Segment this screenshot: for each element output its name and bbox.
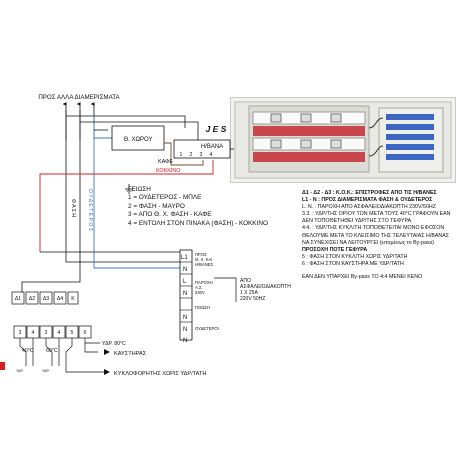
pump-wire bbox=[65, 366, 106, 373]
source-bracket bbox=[214, 277, 237, 302]
block-n5: N bbox=[183, 338, 187, 344]
block-n1: N bbox=[183, 267, 187, 273]
burner-wire bbox=[84, 343, 98, 353]
supply-2: Α.Σ. bbox=[195, 285, 203, 290]
switch-40 bbox=[19, 338, 27, 366]
neutral-label: Ο Υ Δ Ε Τ Ε Ρ Ο Σ bbox=[87, 189, 93, 231]
bypass-title: ΠΡΟΣΟΧΗ ΠΟΤΕ ΓΕΦΥΡΑ bbox=[302, 246, 368, 253]
to-valves-1: ΠΡΟΣ bbox=[195, 252, 207, 257]
ground-legend-item-1: 1 = ΟΥΔΕΤΕΡΟΣ - ΜΠΛΕ bbox=[128, 194, 202, 202]
block-n4: N bbox=[183, 327, 187, 333]
wire-to-contactor bbox=[21, 252, 81, 292]
sensor-wire bbox=[84, 338, 100, 344]
source-4: 220V 50HZ bbox=[240, 296, 265, 302]
supply-1: ΠΑΡΟΧΗ bbox=[195, 280, 213, 285]
contactor-k: K bbox=[71, 296, 75, 302]
contactor-d4: Δ4 bbox=[57, 296, 63, 302]
valve-label-2: ΥΔΡ. bbox=[42, 369, 50, 373]
block-l1: L1 bbox=[181, 255, 188, 261]
strip-5: 5 bbox=[71, 330, 74, 336]
pump-label: ΚΥΚΛΟΦΟΡΗΤΗΣ ΧΩΡΙΣ ΥΔΡ/ΤΑΤΗ bbox=[114, 371, 206, 377]
ground-legend-item-2: 2 = ΦΑΣΗ - ΜΑΥΡΟ bbox=[128, 202, 185, 210]
to-valves-3: Η/ΒΑΝΕΣ bbox=[195, 262, 214, 267]
strip-4a: 4 bbox=[32, 330, 35, 336]
note-line-4: 3.3. : ΥΔΡ/ΤΗΣ ΟΡΙΟΥ ΤΟΝ ΜΕΤΑ ΤΟΥΣ 40°C … bbox=[302, 211, 451, 225]
ground-legend-title: ΓΕΙΩΣΗ bbox=[128, 186, 151, 193]
controller-valves-label: Η/ΒΑΝΑ bbox=[201, 144, 223, 150]
source-2: ΑΣΦΑΛΕΙΟΔΙΑΚΟΠΤΗ bbox=[240, 284, 291, 290]
contactor-d3: Δ3 bbox=[43, 296, 49, 302]
note-line-5: 4:4. : ΥΔΡ/ΤΗΣ ΚΥΚΛ/ΤΗ ΤΟΠΟΘΕΤΕΙΤΑΙ ΜΟΝΟ… bbox=[302, 225, 450, 246]
aquastat-strip bbox=[13, 325, 92, 339]
brown-wire bbox=[164, 142, 204, 166]
burner-label: ΚΑΥΣΤΗΡΑΣ bbox=[114, 351, 147, 357]
ground-legend-item-4: 4 = ΕΝΤΟΛΗ ΣΤΟΝ ΠΙΝΑΚΑ (ΦΑΣΗ) - ΚΟΚΚΙΝΟ bbox=[128, 219, 268, 227]
temp-60: 60°C bbox=[46, 348, 58, 354]
block-n2: N bbox=[183, 291, 187, 297]
contactor-strip bbox=[11, 291, 79, 305]
edge-mark bbox=[0, 362, 5, 370]
phase-label: Φ Α Σ Η bbox=[70, 199, 76, 218]
wire-top-2 bbox=[80, 121, 199, 140]
note-line-3: L. N. : ΠΑΡΟΧΗ ΑΠΟ ΑΣΦΑΛΕΙΟΔΙΑΚΟΠΤΗ 230V… bbox=[302, 204, 436, 211]
strip-6: 6 bbox=[84, 330, 87, 336]
ground-icon bbox=[125, 184, 133, 194]
controller-brand: J E S bbox=[206, 124, 227, 134]
controller-terminal-2: 2 bbox=[190, 152, 193, 158]
apartments-label: ΠΡΟΣ ΑΛΛΑ ΔΙΑΜΕΡΙΣΜΑΤΑ bbox=[38, 94, 120, 101]
brown-wire-label: ΚΑΦΕ bbox=[158, 159, 173, 165]
strip-3b: 3 bbox=[45, 330, 48, 336]
controller-terminal-1: 1 bbox=[180, 152, 183, 158]
burner-arrow-icon bbox=[104, 349, 110, 355]
control-panel-illustration bbox=[234, 101, 452, 179]
red-wire bbox=[39, 160, 214, 252]
controller-terminal-3: 3 bbox=[200, 152, 203, 158]
sensor-label: ΥΔΡ. 80°C bbox=[102, 341, 126, 347]
notes-footer: ΕΑΝ ΔΕΝ ΥΠΑΡΧΕΙ By-pass ΤΟ 4:4 ΜΕΝΕΙ ΚΕΝ… bbox=[302, 274, 423, 281]
valve-label-1: ΥΔΡ. bbox=[16, 369, 24, 373]
wire-blue-to-block bbox=[93, 252, 180, 269]
supply-3: 230V bbox=[195, 290, 205, 295]
to-valves-2: Θ. Χ. ΚΑΙ bbox=[195, 257, 212, 262]
source-3: 1 Χ 25Α bbox=[240, 290, 258, 296]
terminal-block bbox=[179, 249, 193, 341]
block-neutral-label: ΟΥΔΕΤΕΡΟΙ bbox=[195, 326, 219, 331]
ground-legend: ΓΕΙΩΣΗ 1 = ΟΥΔΕΤΕΡΟΣ - ΜΠΛΕ 2 = ΦΑΣΗ - Μ… bbox=[128, 186, 268, 228]
room-thermostat-box bbox=[111, 125, 165, 151]
block-l: L bbox=[183, 279, 187, 285]
red-wire-label: ΚΟΚΚΙΝΟ bbox=[156, 168, 180, 174]
block-ground-label: ΓΕΙΩΣΗ bbox=[195, 305, 210, 310]
controller-terminal-4: 4 bbox=[210, 152, 213, 158]
ground-legend-item-3: 3 = ΑΠΟ Θ. Χ. ΦΑΣΗ - ΚΑΦΕ bbox=[128, 211, 212, 219]
strip-3a: 3 bbox=[19, 330, 22, 336]
bypass-line-1: 5 : ΦΑΣΗ ΣΤΟΝ ΚΥΚΛ/ΤΗ ΧΩΡΙΣ ΥΔΡ/ΤΑΤΗ bbox=[302, 253, 408, 260]
temp-40: 40°C bbox=[22, 348, 34, 354]
bypass-line-2: 6 : ΦΑΣΗ ΣΤΟΝ ΚΑΥΣΤΗΡΑ ΜΕ ΥΔΡ/ΤΑΤΗ bbox=[302, 260, 404, 267]
source-1: ΑΠΟ bbox=[240, 278, 251, 284]
wire-to-n bbox=[65, 252, 180, 263]
switch-5 bbox=[65, 338, 73, 366]
contactor-d1: Δ1 bbox=[15, 296, 21, 302]
strip-4b: 4 bbox=[58, 330, 61, 336]
room-thermostat-label: Θ. ΧΩΡΟΥ bbox=[124, 137, 153, 143]
control-panel-photo bbox=[230, 97, 456, 183]
notes-panel: Δ1 - Δ2 - Δ3 : Κ.Ο.Κ.: ΕΠΙΣΤΡΟΦΕΣ ΑΠΟ ΤΙ… bbox=[302, 190, 454, 281]
note-line-1: Δ1 - Δ2 - Δ3 : Κ.Ο.Κ.: ΕΠΙΣΤΡΟΦΕΣ ΑΠΟ ΤΙ… bbox=[302, 190, 437, 196]
pump-arrow-icon bbox=[104, 369, 110, 375]
switch-60 bbox=[45, 338, 53, 366]
wire-top-1 bbox=[66, 115, 186, 128]
note-line-2: L1 - N : ΠΡΟΣ ΔΙΑΜΕΡΙΣΜΑΤΑ ΦΑΣΗ & ΟΥΔΕΤΕ… bbox=[302, 197, 433, 204]
contactor-d2: Δ2 bbox=[29, 296, 35, 302]
block-n3: N bbox=[183, 315, 187, 321]
